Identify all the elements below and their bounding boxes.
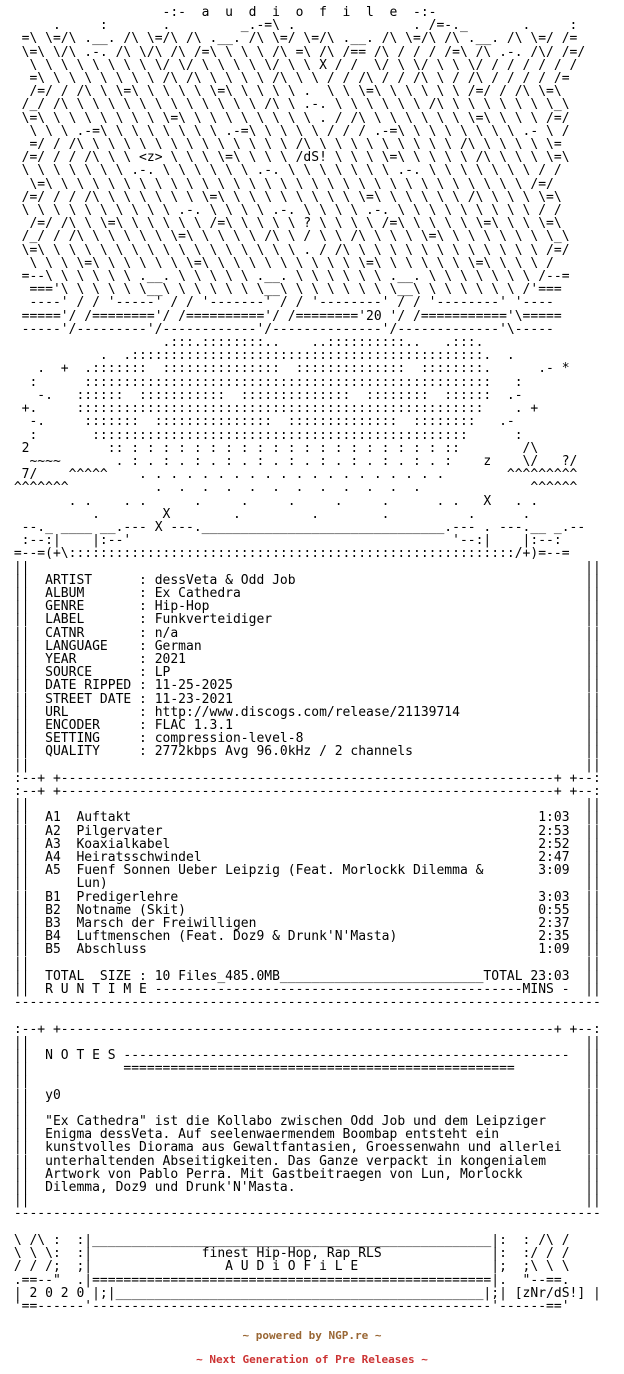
nfo-footer: \ /\ : :|_______________________________…: [13, 1232, 601, 1314]
nfo-art: -:- a u d i o f i l e -:- . : . _.-=\ . …: [13, 5, 586, 562]
nfo-info: || || || ARTIST : dessVeta & Odd Job || …: [13, 559, 601, 773]
nfo-tracks: :--+ +----------------------------------…: [13, 770, 601, 1011]
powered-by: ~ powered by NGP.re ~ ~ Next Generation …: [6, 1329, 618, 1366]
nfo-notes: :--+ +----------------------------------…: [13, 1021, 601, 1222]
powered-by-line1: ~ powered by NGP.re ~: [242, 1329, 382, 1343]
powered-by-line2: ~ Next Generation of Pre Releases ~: [196, 1353, 428, 1367]
